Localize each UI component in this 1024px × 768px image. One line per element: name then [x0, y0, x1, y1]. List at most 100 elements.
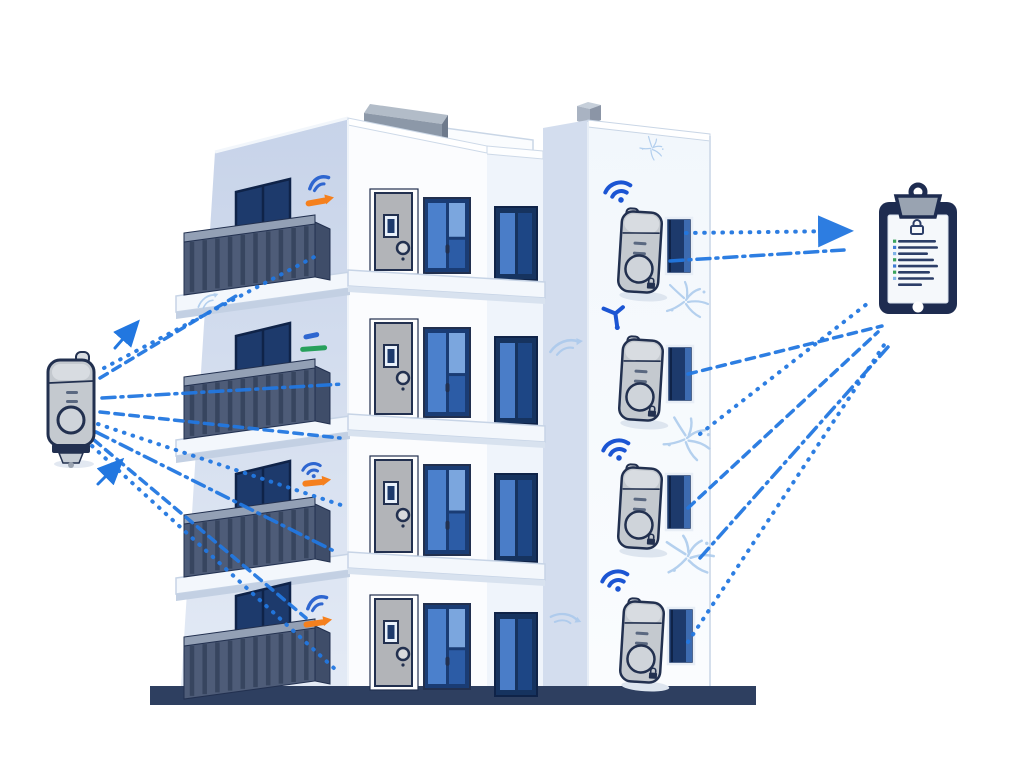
device-shadow	[619, 291, 668, 302]
entry-door-gray	[369, 594, 419, 691]
slab-side-shadow	[176, 432, 350, 463]
door-window-glass	[387, 219, 395, 233]
paper-text-line	[898, 271, 930, 274]
smart-lock-device-floor-1-ground	[600, 569, 696, 692]
device-lock-glyph	[647, 410, 657, 417]
device-divider	[622, 488, 660, 490]
device-shadow	[619, 547, 668, 558]
connection-line-left	[98, 410, 342, 440]
device-divider	[623, 360, 661, 362]
clipboard-text-lines	[893, 239, 938, 286]
glass-pane	[518, 343, 532, 418]
sketch-splat	[665, 280, 710, 319]
connection-line-right	[668, 248, 846, 263]
glass-door-right	[494, 612, 538, 697]
glass-pane	[449, 333, 465, 374]
sketch-tip	[574, 616, 582, 623]
smart-lock-device-floor-2	[601, 438, 694, 558]
wifi-arc	[603, 180, 633, 195]
connection-line-right	[686, 340, 888, 644]
sketch-dot	[667, 442, 671, 447]
paper-text-line	[898, 283, 922, 286]
device-top-cap	[52, 364, 90, 380]
paper-text-line	[898, 252, 928, 255]
sketch-stroke	[651, 145, 663, 149]
sketch-stroke	[684, 287, 702, 302]
accent-dash-tip	[322, 616, 333, 627]
glass-pane	[449, 513, 465, 550]
sketch-tip	[576, 338, 584, 346]
sketch-stroke	[683, 280, 689, 299]
arrow-doodle	[113, 319, 140, 350]
sketch-stroke	[651, 148, 662, 157]
balcony-railing	[183, 496, 331, 578]
paper-bullet	[893, 276, 897, 280]
device-indicator-dash	[634, 641, 648, 646]
wifi-dot	[618, 197, 624, 203]
railing-top-rail	[183, 214, 316, 243]
device-unit	[618, 597, 670, 692]
connection-line-right	[686, 324, 884, 376]
wifi-icon	[600, 569, 630, 592]
sketch-dot	[641, 148, 644, 150]
connection-line-left	[100, 382, 346, 400]
glass-pane	[428, 609, 446, 684]
glass-door-center	[423, 603, 471, 690]
device-mount	[57, 452, 85, 464]
connection-line-right	[698, 298, 874, 436]
glass-pane	[500, 619, 515, 690]
slab-front-shadow	[348, 568, 545, 586]
device-indicator-dash	[633, 497, 647, 502]
device-top-cap	[626, 604, 662, 624]
device-lock-glyph	[646, 538, 656, 545]
antenna-arm	[601, 306, 618, 316]
smart-access-devices	[600, 180, 696, 692]
sketch-dot	[706, 432, 711, 437]
sketch-stroke	[687, 439, 711, 450]
accent-dash	[302, 478, 325, 487]
paper-bullet	[893, 245, 897, 249]
clipboard-report	[879, 182, 957, 314]
glass-door-right	[494, 473, 538, 563]
railing-top-rail	[183, 358, 316, 387]
lock-icon	[910, 219, 924, 235]
arrow-dash-accent-mark	[305, 194, 334, 207]
door-handle	[395, 646, 411, 662]
device-indicator-dash	[633, 241, 647, 246]
sketch-stroke	[686, 539, 703, 558]
connection-line-left	[102, 254, 318, 370]
wifi-icon	[603, 180, 633, 203]
door-peephole	[401, 257, 405, 261]
door-peephole	[401, 387, 405, 391]
tower-window-pane	[684, 476, 690, 528]
swoosh-accent-mark	[308, 175, 331, 193]
sketch-dot	[672, 568, 676, 572]
device-lock-glyph	[646, 282, 656, 289]
device-shadow	[621, 681, 670, 692]
sketch-stroke	[687, 559, 709, 574]
paper-text-line	[898, 258, 934, 262]
clipboard-bottom-dot	[912, 301, 924, 313]
clipboard-clip	[893, 194, 943, 219]
accent-dash	[300, 345, 328, 352]
remote-handheld-device	[46, 351, 96, 468]
glass-door-right	[494, 206, 538, 281]
device-unit	[617, 335, 669, 430]
entry-door-gray	[369, 188, 419, 275]
device-indicator-dash	[66, 391, 78, 394]
accent-dash	[303, 332, 320, 340]
sketch-stroke	[684, 441, 699, 462]
door-lock-slot	[445, 383, 450, 393]
accent-swoosh	[312, 182, 326, 193]
accent-dash	[305, 197, 328, 207]
sketch-stroke	[650, 149, 655, 161]
wifi-arc	[610, 189, 629, 199]
device-unit	[616, 463, 668, 558]
accent-dash-tip	[324, 194, 334, 205]
antenna-base-dot	[614, 325, 620, 331]
smart-lock-device-floor-4-top	[603, 180, 694, 302]
paper-bullet	[893, 252, 897, 256]
slab-front-shadow	[348, 286, 545, 304]
entry-door-gray	[369, 318, 419, 419]
